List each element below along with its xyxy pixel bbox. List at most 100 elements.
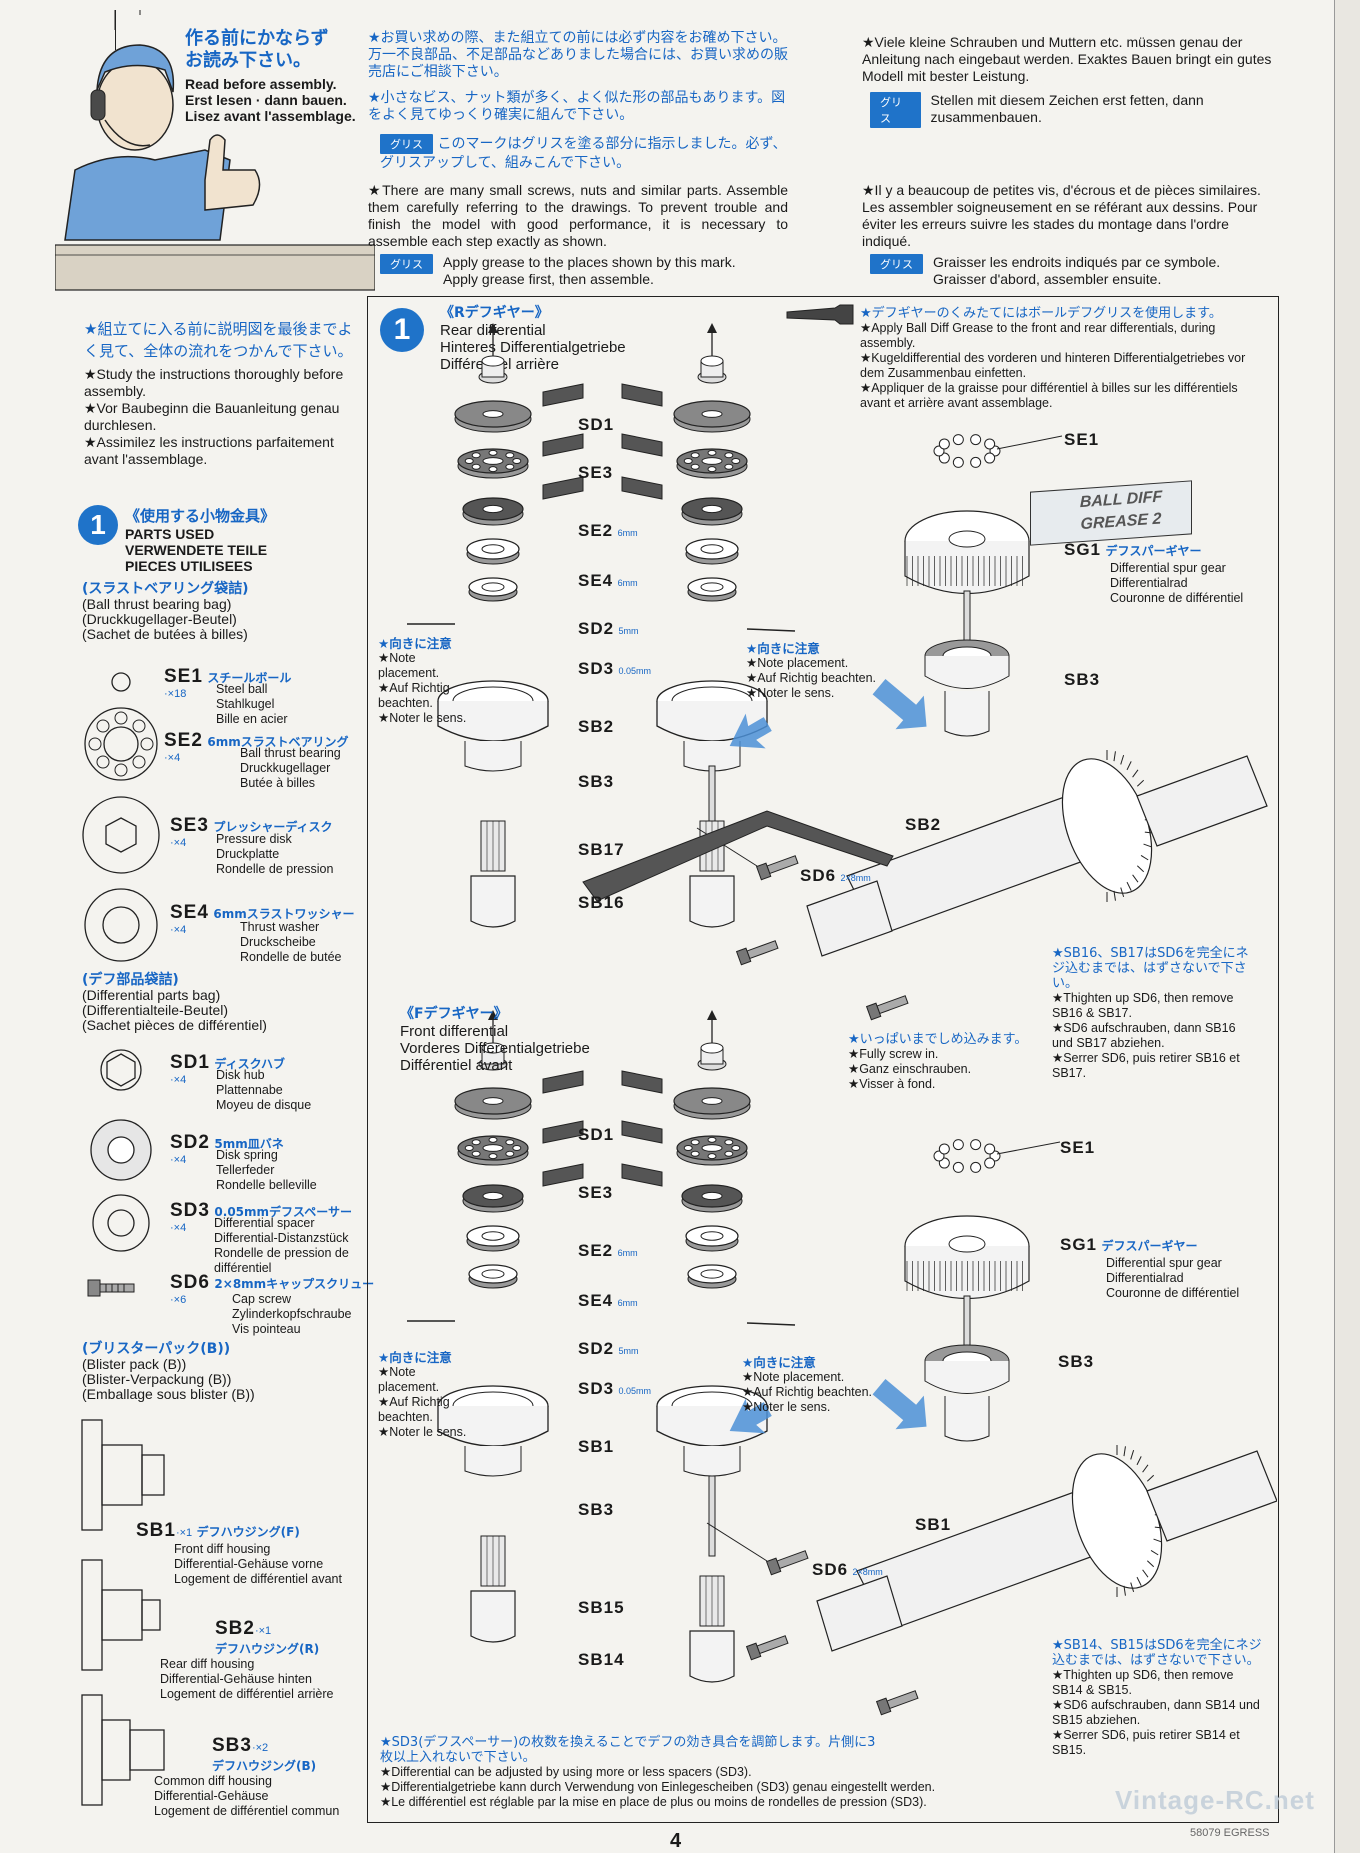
rear-left-se2-hole xyxy=(488,466,498,473)
page-number: 4 xyxy=(670,1830,682,1852)
ball-grease-en: ★Apply Ball Diff Grease to the front and… xyxy=(860,321,1216,350)
rear-diff-de: Hinteres Differentialgetriebe xyxy=(440,339,626,356)
front-right-se2-hole xyxy=(707,1153,717,1160)
part-se2: SE2 6mmスラストベアリング ·×4 xyxy=(164,730,349,764)
rear-diff-jp: 《Rデフギヤー》 xyxy=(440,305,549,321)
label-sb2-right: SB2 xyxy=(905,815,942,834)
rear-se1-ball xyxy=(984,452,996,464)
front-left-se2-hole xyxy=(488,1153,498,1160)
thrust-bearing-icon xyxy=(84,707,158,781)
blue-arrow-rear-2 xyxy=(872,679,927,730)
bag1-de: (Druckkugellager-Beutel) xyxy=(82,611,237,627)
fr-study: ★Assimilez les instructions parfaitement… xyxy=(84,434,334,467)
front-right-se3-bore xyxy=(701,1097,723,1105)
bag3-fr: (Emballage sous blister (B)) xyxy=(82,1386,255,1402)
grease-badge: グリス xyxy=(380,134,433,154)
front-right-se2-bore xyxy=(701,1144,723,1152)
hex-wrench-icon xyxy=(582,810,894,902)
rear-right-se2-hole xyxy=(707,466,717,473)
rear-diff-housing-icon xyxy=(81,1559,161,1671)
front-right-sb1-neck xyxy=(683,1446,741,1477)
de-grease-note: Stellen mit diesem Zeichen erst fetten, … xyxy=(930,92,1204,125)
rear-gear-tooth xyxy=(1136,779,1145,787)
rear-right-se2-hole xyxy=(724,463,734,470)
label-sb1-right: SB1 xyxy=(915,1515,952,1534)
label-se1-rear: SE1 xyxy=(1064,430,1100,449)
rear-gear-tooth xyxy=(1132,874,1139,883)
sg1-fr-front: Couronne de différentiel xyxy=(1106,1286,1240,1300)
rear-cup-right xyxy=(1136,755,1268,847)
grease-badge: グリス xyxy=(870,92,921,128)
rear-se1-ball xyxy=(970,434,982,446)
bag3-jp: (ブリスターパック(B)) xyxy=(82,1341,231,1357)
front-left-se2-hole xyxy=(505,1150,515,1157)
front-tighten-jp: ★SB14、SB15はSD6を完全にネジ込むまでは、はずさないで下さい。 xyxy=(1052,1638,1262,1668)
rear-right-grease-1 xyxy=(621,383,663,407)
rear-right-se2-hole xyxy=(690,452,700,459)
read-before-jp: 作る前にかならず お読み下さい。 xyxy=(185,28,329,71)
front-diff-housing-icon xyxy=(81,1419,165,1531)
step-number-badge: 1 xyxy=(380,308,424,352)
rear-cup-left xyxy=(806,880,893,957)
front-sg1-bore xyxy=(948,1235,986,1253)
rear-se1-leader xyxy=(996,435,1063,450)
rear-left-se2-hole xyxy=(512,458,522,464)
bag3-en: (Blister pack (B)) xyxy=(82,1356,187,1372)
jp-grease-note: このマークはグリスを塗る部分に指示しました。必ず、グリスアップして、組みこんで下… xyxy=(380,136,787,171)
rear-sd6-head-0 xyxy=(755,862,772,881)
rear-right-se2-hole xyxy=(731,458,741,464)
rear-left-se4-bore xyxy=(482,504,504,514)
front-sb3-body xyxy=(924,1361,1010,1394)
en-study: ★Study the instructions thoroughly befor… xyxy=(84,366,344,399)
rear-gear-tooth xyxy=(1132,769,1139,778)
rear-se1-ball xyxy=(952,456,964,468)
adjust-de: ★Differentialgetriebe kann durch Verwend… xyxy=(380,1780,936,1794)
rear-left-sd1-arrow-head xyxy=(488,323,498,333)
rear-left-grease-2 xyxy=(542,433,584,457)
parts-used-jp: 《使用する小物金具》 xyxy=(125,507,276,525)
front-cup-left xyxy=(816,1575,903,1652)
front-se1-ball xyxy=(984,1143,996,1155)
rear-left-se2-hole xyxy=(464,458,474,464)
rear-gear-tooth xyxy=(1136,865,1145,873)
disk-spring-icon xyxy=(90,1119,152,1181)
front-right-sd2-bore xyxy=(700,1231,724,1241)
fully-screw-jp: ★いっぱいまでしめ込みます。 xyxy=(848,1032,1028,1047)
front-label-sb1: SB1 xyxy=(578,1437,615,1456)
sg1-en-rear: Differential spur gear xyxy=(1110,561,1226,575)
rear-gear-tooth xyxy=(1140,854,1149,861)
page-edge xyxy=(1334,0,1360,1853)
mechanic-illustration xyxy=(55,10,375,291)
part-sd3: SD3 0.05mmデフスペーサー ·×4 xyxy=(170,1200,352,1234)
bag2-en: (Differential parts bag) xyxy=(82,987,221,1003)
grease-badge: グリス xyxy=(870,254,923,274)
rear-right-sb16-cup xyxy=(689,875,735,928)
front-left-sd1-arrow-head xyxy=(488,1010,498,1020)
rear-gear-tooth xyxy=(1126,881,1132,891)
rear-label-sd2: SD2 5mm xyxy=(578,619,639,638)
front-label-sb14: SB14 xyxy=(578,1650,625,1669)
parts-used-en: PARTS USED xyxy=(125,526,215,542)
rear-se1-ball xyxy=(952,434,964,446)
rear-gear-tooth xyxy=(1120,754,1125,765)
front-left-sb1-body xyxy=(437,1406,549,1447)
front-left-se2-hole xyxy=(471,1150,481,1157)
front-se1-ball xyxy=(970,1161,982,1173)
front-right-se2-hole xyxy=(707,1136,717,1143)
part-sd6: SD6 2×8mmキャップスクリュー ·×6 xyxy=(170,1272,375,1306)
front-se1-ball xyxy=(952,1161,964,1173)
front-left-se2-hole xyxy=(488,1136,498,1143)
front-sd6-head-2 xyxy=(875,1697,892,1716)
rear-left-se2-hole xyxy=(505,452,515,459)
front-gear-tooth xyxy=(1146,1474,1155,1482)
watermark: Vintage-RC.net xyxy=(1115,1785,1315,1815)
model-code: 58079 EGRESS xyxy=(1190,1827,1270,1839)
front-right-se2-hole xyxy=(731,1145,741,1151)
ball-grease-fr: ★Appliquer de la graisse pour différenti… xyxy=(860,381,1238,410)
rear-left-sb17-cup xyxy=(470,875,516,928)
rear-left-grease-3 xyxy=(542,476,584,500)
rear-right-sd3-bore xyxy=(700,582,724,592)
adjust-jp: ★SD3(デフスペーサー)の枚数を換えることでデフの効き具合を調節します。片側に… xyxy=(380,1735,876,1765)
